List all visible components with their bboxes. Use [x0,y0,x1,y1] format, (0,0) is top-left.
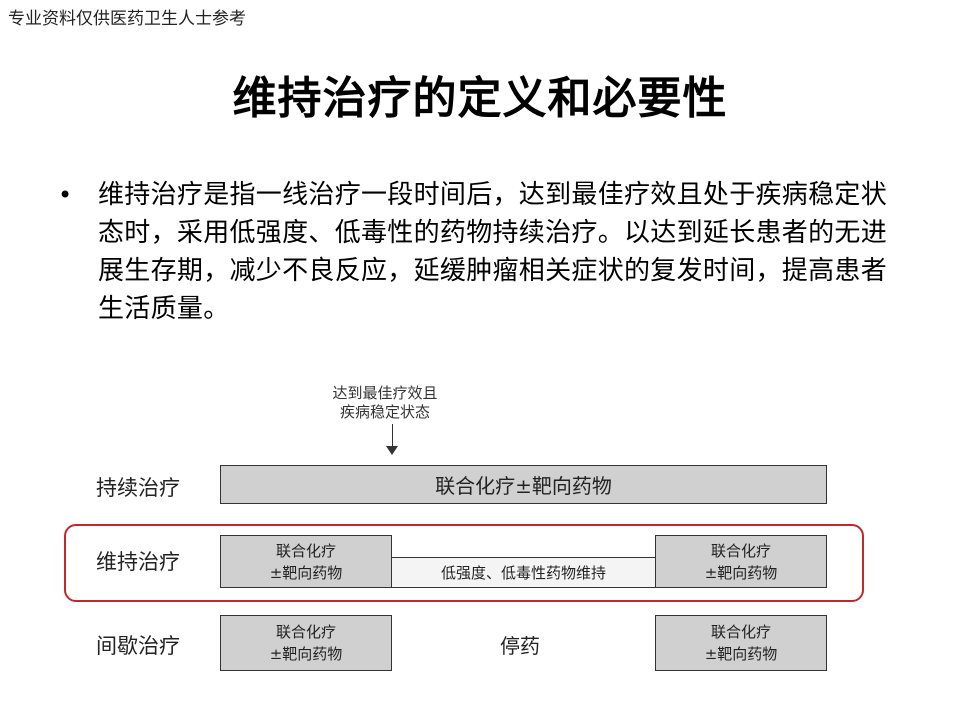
slide-title: 维持治疗的定义和必要性 [232,73,728,124]
maintenance-left-box: 联合化疗 ±靶向药物 [220,535,392,588]
bullet-point: • 维持治疗是指一线治疗一段时间后，达到最佳疗效且处于疾病稳定状态时，采用低强度… [58,176,908,328]
continuous-box: 联合化疗±靶向药物 [220,465,827,504]
box-line-1: 联合化疗 [710,623,771,641]
row-label-maintenance: 维持治疗 [96,550,180,574]
box-line-1: 联合化疗 [275,541,336,560]
bullet-text: 维持治疗是指一线治疗一段时间后，达到最佳疗效且处于疾病稳定状态时，采用低强度、低… [98,180,888,324]
box-line-2: ±靶向药物 [704,563,778,582]
watermark-text: 专业资料仅供医药卫生人士参考 [8,9,246,29]
down-arrow-icon [392,424,393,452]
row-label-intermittent: 间歇治疗 [96,634,180,658]
row-label-continuous: 持续治疗 [96,476,180,500]
annotation-line-2: 疾病稳定状态 [339,403,430,421]
box-line-2: ±靶向药物 [704,645,778,663]
box-line-1: 联合化疗 [275,623,336,641]
bullet-dot-icon: • [58,181,73,209]
arrow-head-icon [386,446,398,455]
intermittent-left-box: 联合化疗 ±靶向药物 [220,615,392,671]
annotation-line-1: 达到最佳疗效且 [332,384,438,402]
box-line-2: ±靶向药物 [269,563,343,582]
annotation-label: 达到最佳疗效且 疾病稳定状态 [310,384,460,422]
stop-drug-label: 停药 [500,634,540,658]
box-line-1: 联合化疗 [710,541,771,560]
box-line-2: ±靶向药物 [269,645,343,663]
maintenance-right-box: 联合化疗 ±靶向药物 [655,535,827,588]
intermittent-right-box: 联合化疗 ±靶向药物 [655,615,827,671]
maintenance-middle-box: 低强度、低毒性药物维持 [391,557,656,588]
maintenance-highlight-frame [64,524,864,602]
